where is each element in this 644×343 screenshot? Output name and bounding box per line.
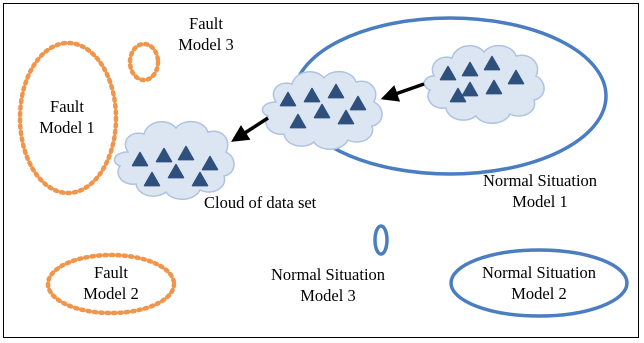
triangle-icon bbox=[289, 113, 307, 129]
triangle-icon bbox=[507, 69, 525, 85]
label-line: Model 1 bbox=[512, 192, 568, 211]
normal-situation-model-3-outline bbox=[373, 224, 389, 256]
fault-model-3-outline bbox=[127, 41, 161, 83]
triangle-icon bbox=[279, 91, 297, 107]
triangle-icon bbox=[461, 81, 479, 97]
data-cloud-3 bbox=[113, 120, 235, 200]
triangle-icon bbox=[461, 61, 479, 77]
label-line: Model 3 bbox=[300, 286, 356, 305]
data-cloud-1 bbox=[423, 44, 545, 124]
triangle-icon bbox=[349, 95, 367, 111]
triangle-icon bbox=[337, 109, 355, 125]
label-line: Fault bbox=[50, 97, 84, 116]
label-line: Normal Situation bbox=[270, 265, 386, 284]
triangle-icon bbox=[313, 103, 331, 119]
label-line: Normal Situation bbox=[482, 171, 598, 190]
fault-model-2-label: Fault Model 2 bbox=[66, 262, 156, 304]
fault-model-3-label: Fault Model 3 bbox=[176, 13, 236, 55]
triangle-icon bbox=[143, 171, 161, 187]
triangle-icon bbox=[327, 83, 345, 99]
triangle-icon bbox=[303, 87, 321, 103]
triangle-icon bbox=[155, 147, 173, 163]
label-line: Model 2 bbox=[511, 284, 567, 303]
triangle-icon bbox=[191, 171, 209, 187]
cloud-caption: Cloud of data set bbox=[204, 192, 354, 213]
normal-situation-model-2-outline bbox=[449, 248, 629, 318]
fault-model-1-label: Fault Model 1 bbox=[22, 96, 112, 138]
label-line: Model 1 bbox=[39, 118, 95, 137]
triangle-icon bbox=[167, 163, 185, 179]
arrow-left-icon bbox=[380, 82, 425, 102]
fault-model-1-outline bbox=[17, 40, 119, 196]
label-line: Normal Situation bbox=[481, 263, 597, 282]
triangle-icon bbox=[131, 151, 149, 167]
cloud-icon bbox=[423, 44, 545, 124]
fault-model-2-outline bbox=[45, 252, 177, 316]
cloud-icon bbox=[113, 120, 235, 200]
triangle-icon bbox=[483, 55, 501, 71]
normal-situation-model-2-label: Normal Situation Model 2 bbox=[466, 262, 612, 304]
label-line: Fault bbox=[189, 14, 223, 33]
arrow-left-icon bbox=[231, 116, 269, 142]
triangle-icon bbox=[439, 65, 457, 81]
diagram-frame bbox=[3, 3, 639, 338]
normal-situation-model-3-label: Normal Situation Model 3 bbox=[258, 264, 398, 306]
triangle-icon bbox=[201, 155, 219, 171]
normal-situation-model-1-label: Normal Situation Model 1 bbox=[470, 170, 610, 212]
triangle-icon bbox=[177, 145, 195, 161]
triangle-icon bbox=[449, 87, 467, 103]
label-line: Fault bbox=[94, 263, 128, 282]
label-line: Model 3 bbox=[178, 35, 234, 54]
label-line: Cloud of data set bbox=[204, 193, 317, 212]
triangle-icon bbox=[485, 79, 503, 95]
label-line: Model 2 bbox=[83, 284, 139, 303]
